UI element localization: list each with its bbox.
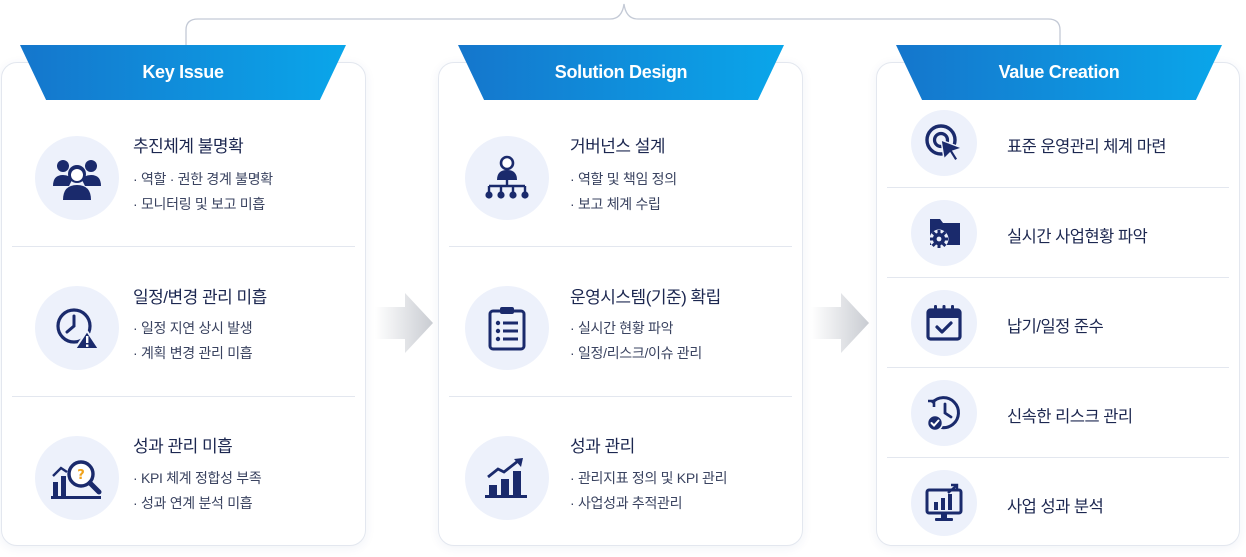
divider	[449, 396, 792, 397]
divider	[887, 277, 1229, 278]
chart-magnifier-icon: ?	[35, 436, 119, 520]
clipboard-list-icon	[465, 286, 549, 370]
key-issue-header: Key Issue	[20, 45, 346, 100]
value-item-title: 실시간 사업현황 파악	[1007, 228, 1148, 246]
value-item-title: 납기/일정 준수	[1007, 318, 1104, 336]
arrow-right-icon	[811, 293, 869, 353]
item-title: 운영시스템(기준) 확립	[570, 288, 721, 307]
solution-design-header: Solution Design	[458, 45, 784, 100]
clock-warning-icon	[35, 286, 119, 370]
folder-gear-icon	[911, 200, 977, 266]
divider	[887, 187, 1229, 188]
item-title: 성과 관리 미흡	[133, 437, 233, 456]
value-item-title: 사업 성과 분석	[1007, 498, 1104, 516]
item-bullets: · 역할 및 책임 정의 · 보고 체계 수립	[570, 171, 677, 212]
item-title: 일정/변경 관리 미흡	[133, 288, 267, 307]
divider	[12, 396, 355, 397]
item-bullets: · KPI 체계 정합성 부족 · 성과 연계 분석 미흡	[133, 470, 262, 511]
org-structure-icon	[465, 136, 549, 220]
item-bullets: · 역할 · 권한 경계 불명확 · 모니터링 및 보고 미흡	[133, 171, 273, 212]
divider	[887, 457, 1229, 458]
divider	[887, 367, 1229, 368]
value-creation-header: Value Creation	[896, 45, 1222, 100]
item-title: 추진체계 불명확	[133, 137, 244, 156]
people-group-icon	[35, 136, 119, 220]
arrow-right-icon	[375, 293, 433, 353]
item-bullets: · 관리지표 정의 및 KPI 관리 · 사업성과 추적관리	[570, 470, 728, 511]
calendar-check-icon	[911, 290, 977, 356]
monitor-chart-icon	[911, 470, 977, 536]
item-bullets: · 일정 지연 상시 발생 · 계획 변경 관리 미흡	[133, 320, 253, 361]
value-item-title: 표준 운영관리 체계 마련	[1007, 138, 1167, 156]
svg-text:?: ?	[77, 468, 85, 483]
item-title: 거버넌스 설계	[570, 137, 666, 156]
value-item-title: 신속한 리스크 관리	[1007, 408, 1133, 426]
target-cursor-icon	[911, 110, 977, 176]
divider	[12, 246, 355, 247]
growth-chart-icon	[465, 436, 549, 520]
item-title: 성과 관리	[570, 437, 635, 456]
item-bullets: · 실시간 현황 파악 · 일정/리스크/이슈 관리	[570, 320, 702, 361]
divider	[449, 246, 792, 247]
clock-check-icon	[911, 380, 977, 446]
